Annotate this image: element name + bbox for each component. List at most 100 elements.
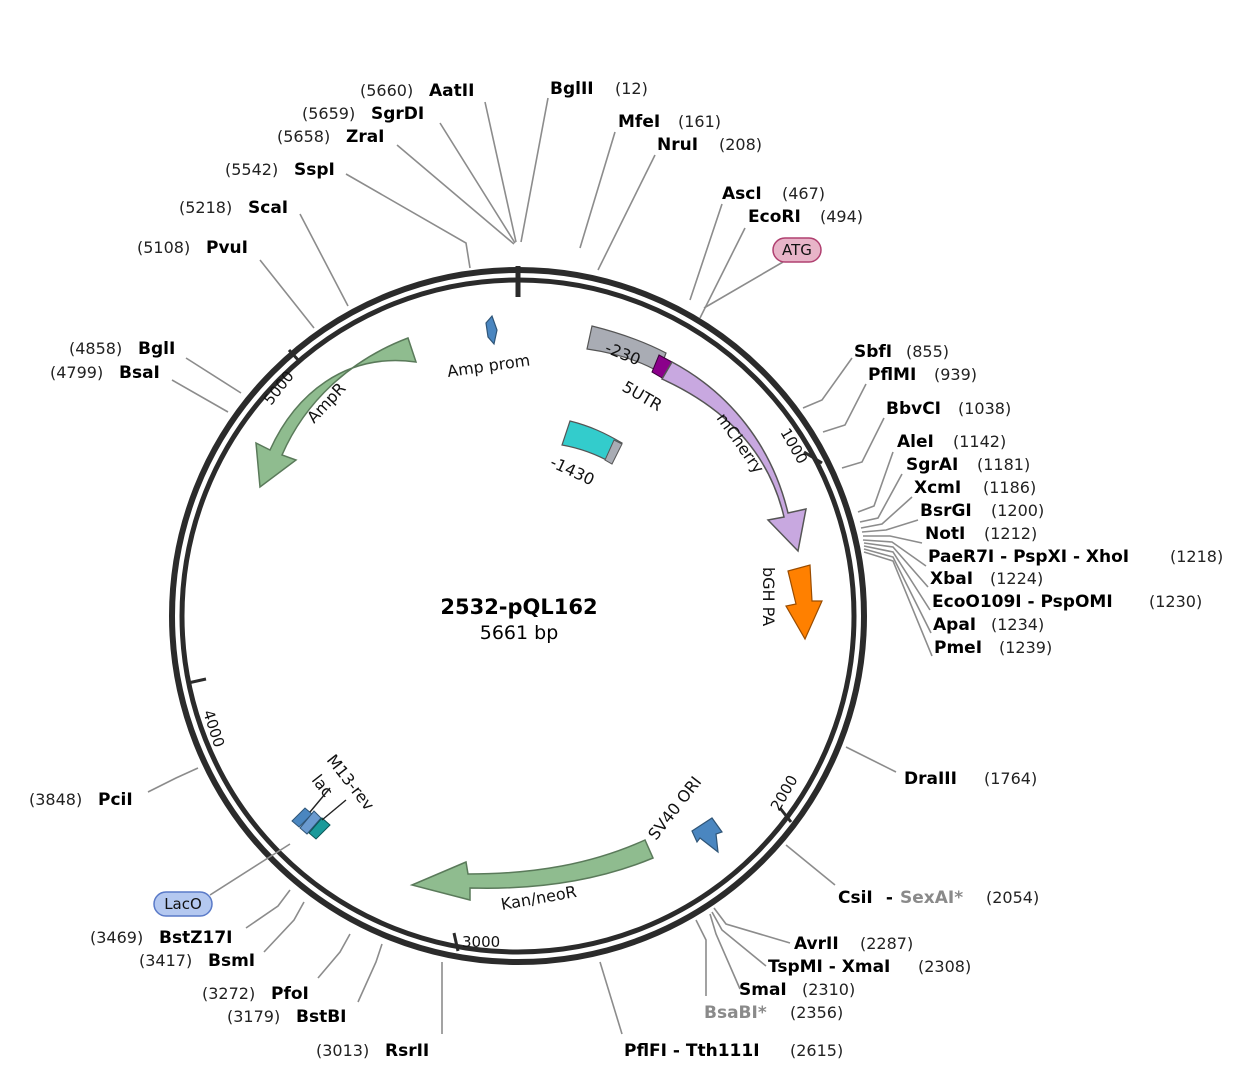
svg-text:AvrII: AvrII bbox=[794, 934, 839, 954]
site-bglii[interactable]: BglII (12) bbox=[550, 79, 648, 99]
site-asci[interactable]: AscI (467) bbox=[722, 184, 825, 204]
atg-leader bbox=[703, 261, 784, 309]
fragment-1430-end bbox=[604, 439, 623, 465]
leader-zrai bbox=[396, 144, 515, 245]
leader-alei bbox=[857, 451, 894, 513]
site-bstbi[interactable]: (3179) BstBI bbox=[227, 1007, 347, 1027]
svg-text:(4799): (4799) bbox=[50, 363, 103, 382]
svg-text:TspMI - XmaI: TspMI - XmaI bbox=[768, 957, 890, 977]
mcherry-arrow[interactable] bbox=[660, 360, 807, 553]
site-noti[interactable]: NotI (1212) bbox=[925, 524, 1037, 544]
svg-text:(2308): (2308) bbox=[918, 957, 971, 976]
site-apai[interactable]: ApaI (1234) bbox=[933, 615, 1044, 635]
svg-text:(2615): (2615) bbox=[790, 1041, 843, 1060]
plasmid-title: 2532-pQL162 5661 bp bbox=[440, 595, 597, 644]
leader-xhoi bbox=[862, 539, 927, 567]
svg-text:(1200): (1200) bbox=[991, 501, 1044, 520]
svg-text:(2310): (2310) bbox=[802, 980, 855, 999]
svg-text:(1234): (1234) bbox=[991, 615, 1044, 634]
site-xmai[interactable]: TspMI - XmaI (2308) bbox=[768, 957, 971, 977]
leader-bstbi bbox=[357, 943, 383, 1003]
svg-text:BstZ17I: BstZ17I bbox=[159, 928, 233, 948]
svg-text:BglI: BglI bbox=[138, 339, 175, 359]
laco-label: LacO bbox=[164, 895, 202, 913]
site-smai[interactable]: SmaI (2310) bbox=[739, 980, 855, 1000]
site-xbai[interactable]: XbaI (1224) bbox=[930, 569, 1043, 589]
svg-text:MfeI: MfeI bbox=[618, 112, 660, 132]
site-csii[interactable]: CsiI - SexAI* (2054) bbox=[838, 888, 1039, 908]
svg-text:SexAI*: SexAI* bbox=[900, 888, 963, 908]
svg-text:(2356): (2356) bbox=[790, 1003, 843, 1022]
site-pflmi[interactable]: PflMI (939) bbox=[868, 365, 977, 385]
site-scai[interactable]: (5218) ScaI bbox=[179, 198, 288, 218]
svg-text:BsaI: BsaI bbox=[119, 363, 160, 383]
site-alei[interactable]: AleI (1142) bbox=[897, 432, 1006, 452]
site-leaders bbox=[147, 97, 933, 1035]
site-xhoi[interactable]: PaeR7I - PspXI - XhoI (1218) bbox=[928, 547, 1223, 567]
leader-tth bbox=[599, 961, 623, 1035]
tick-5000 bbox=[287, 348, 302, 364]
svg-text:AscI: AscI bbox=[722, 184, 762, 204]
leader-sspi bbox=[345, 173, 471, 269]
leader-bsabi bbox=[695, 919, 707, 996]
site-bgli[interactable]: (4858) BglI bbox=[69, 339, 175, 359]
site-pfoi[interactable]: (3272) PfoI bbox=[202, 984, 309, 1004]
leader-bsai bbox=[171, 379, 229, 413]
svg-text:DraIII: DraIII bbox=[904, 769, 957, 789]
leader-bglii bbox=[520, 97, 549, 243]
site-bsai[interactable]: (4799) BsaI bbox=[50, 363, 160, 383]
site-bsrgi[interactable]: BsrGI (1200) bbox=[920, 501, 1044, 521]
site-ecori[interactable]: EcoRI (494) bbox=[748, 207, 863, 227]
amp-prom-arrow[interactable] bbox=[485, 314, 498, 346]
site-xcmi[interactable]: XcmI (1186) bbox=[914, 478, 1036, 498]
leader-pvui bbox=[259, 259, 315, 329]
svg-text:(855): (855) bbox=[906, 342, 949, 361]
site-pcii[interactable]: (3848) PciI bbox=[29, 790, 133, 810]
site-draiii[interactable]: DraIII (1764) bbox=[904, 769, 1037, 789]
site-sgrdi[interactable]: (5659) SgrDI bbox=[302, 104, 424, 124]
svg-text:(3272): (3272) bbox=[202, 984, 255, 1003]
svg-text:NotI: NotI bbox=[925, 524, 965, 544]
lac-operator-bar[interactable] bbox=[299, 810, 322, 835]
svg-text:(2287): (2287) bbox=[860, 934, 913, 953]
site-zrai[interactable]: (5658) ZraI bbox=[277, 127, 385, 147]
site-bsmi[interactable]: (3417) BsmI bbox=[139, 951, 255, 971]
site-sgrai[interactable]: SgrAI (1181) bbox=[906, 455, 1030, 475]
site-bsabi[interactable]: BsaBI* (2356) bbox=[704, 1003, 843, 1023]
sv40-ori-arrow[interactable] bbox=[691, 817, 723, 854]
site-tth[interactable]: PflFI - Tth111I (2615) bbox=[624, 1041, 843, 1061]
leader-bsmi bbox=[263, 901, 305, 953]
site-pvui[interactable]: (5108) PvuI bbox=[137, 238, 248, 258]
site-bstz[interactable]: (3469) BstZ17I bbox=[90, 928, 233, 948]
ampr-arrow[interactable] bbox=[255, 337, 418, 489]
site-eco[interactable]: EcoO109I - PspOMI (1230) bbox=[932, 592, 1202, 612]
svg-text:(3848): (3848) bbox=[29, 790, 82, 809]
site-avrii[interactable]: AvrII (2287) bbox=[794, 934, 913, 954]
site-sbfi[interactable]: SbfI (855) bbox=[854, 342, 949, 362]
plasmid-length: 5661 bp bbox=[480, 622, 559, 644]
laco-pill[interactable] bbox=[153, 891, 213, 917]
leader-sbfi bbox=[802, 357, 853, 409]
svg-text:(5659): (5659) bbox=[302, 104, 355, 123]
backbone bbox=[169, 266, 867, 965]
svg-text:-: - bbox=[880, 888, 899, 908]
bgh-pa-arrow[interactable] bbox=[785, 564, 823, 641]
atg-pill[interactable] bbox=[772, 237, 822, 263]
site-nrui[interactable]: NruI (208) bbox=[657, 135, 762, 155]
m13-rev-bar[interactable] bbox=[308, 817, 331, 840]
svg-text:AleI: AleI bbox=[897, 432, 934, 452]
site-bbvci[interactable]: BbvCI (1038) bbox=[886, 399, 1011, 419]
site-aatii[interactable]: (5660) AatII bbox=[360, 81, 474, 101]
svg-text:(1224): (1224) bbox=[990, 569, 1043, 588]
site-sspi[interactable]: (5542) SspI bbox=[225, 160, 335, 180]
kan-neor-arrow[interactable] bbox=[409, 839, 654, 901]
svg-text:(2054): (2054) bbox=[986, 888, 1039, 907]
leader-avrii bbox=[713, 907, 791, 944]
leader-csii bbox=[785, 844, 836, 886]
svg-text:SmaI: SmaI bbox=[739, 980, 787, 1000]
site-pmei[interactable]: PmeI (1239) bbox=[934, 638, 1052, 658]
leader-sgrdi bbox=[439, 122, 516, 244]
tick-4000 bbox=[187, 677, 207, 685]
site-rsrii[interactable]: (3013) RsrII bbox=[316, 1041, 429, 1061]
site-mfei[interactable]: MfeI (161) bbox=[618, 112, 721, 132]
